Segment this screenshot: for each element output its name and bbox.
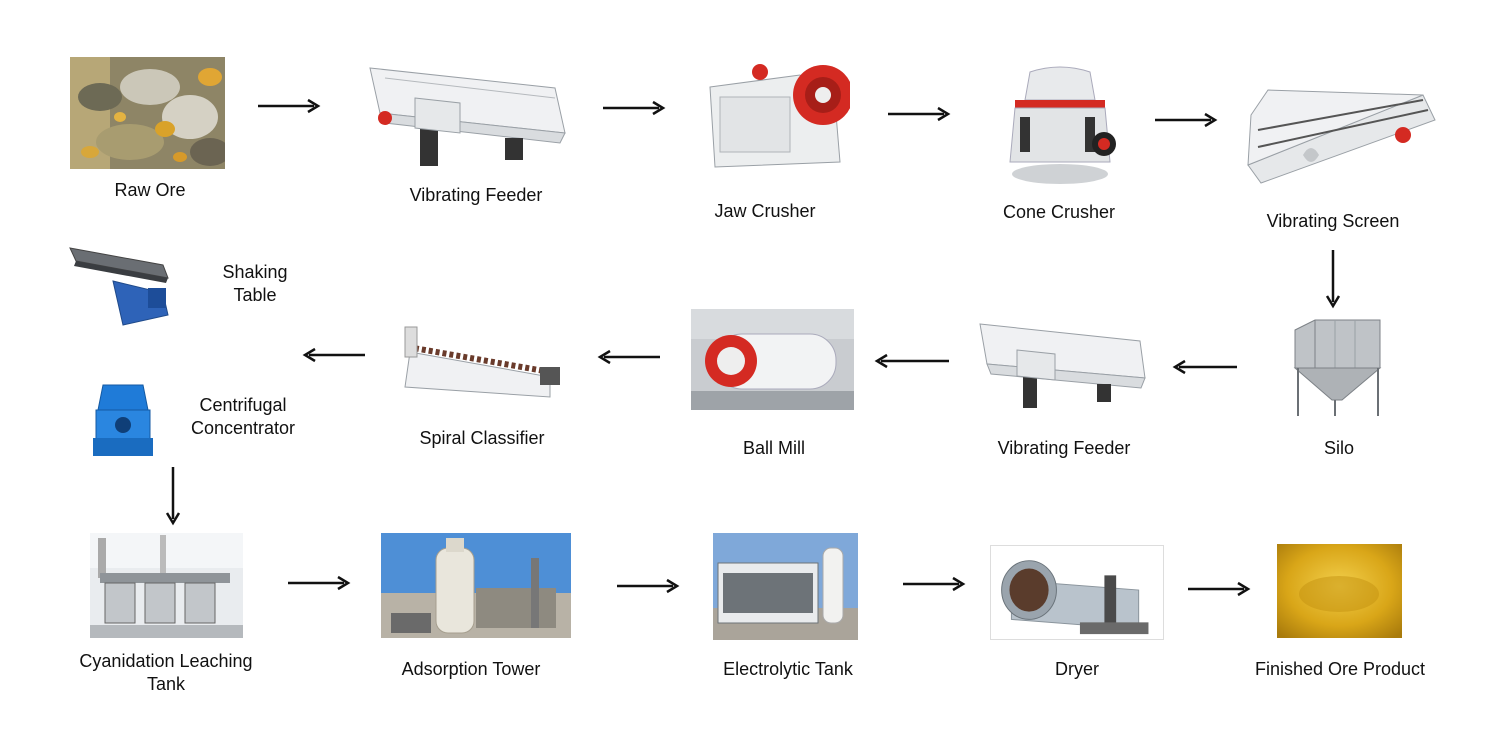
adsorption-tower-image	[381, 533, 571, 638]
vibrating-screen-label: Vibrating Screen	[1266, 211, 1400, 231]
arrow-down	[1325, 250, 1341, 309]
arrow-left	[1172, 359, 1239, 375]
centrifugal-label-line1: Centrifugal	[199, 395, 287, 415]
cone-crusher-label: Cone Crusher	[1002, 202, 1116, 222]
ball-mill-label: Ball Mill	[742, 438, 805, 458]
vibrating-screen-image	[1243, 75, 1438, 185]
electrolytic-tank-label: Electrolytic Tank	[723, 659, 853, 679]
cyanidation-tank-image	[90, 533, 243, 638]
shaking-table-image	[68, 243, 178, 328]
shaking-table-label-line1: Shaking	[222, 262, 288, 282]
arrow-down	[165, 467, 181, 526]
vibrating-feeder-2-label: Vibrating Feeder	[997, 438, 1131, 458]
arrow-right	[258, 98, 322, 114]
vibrating-feeder-label: Vibrating Feeder	[409, 185, 543, 205]
vibrating-feeder-2-image	[975, 316, 1150, 411]
cyanidation-label-line1: Cyanidation Leaching	[79, 651, 253, 671]
silo-image	[1290, 318, 1385, 418]
arrow-right	[1188, 581, 1252, 597]
ball-mill-image	[691, 309, 854, 410]
raw-ore-label: Raw Ore	[114, 180, 186, 200]
jaw-crusher-image	[705, 47, 850, 175]
cone-crusher-image	[1000, 62, 1120, 187]
shaking-table-label-line2: Table	[233, 285, 277, 305]
cyanidation-label-line2: Tank	[146, 674, 186, 694]
arrow-left	[874, 353, 951, 369]
jaw-crusher-label: Jaw Crusher	[714, 201, 816, 221]
adsorption-tower-label: Adsorption Tower	[401, 659, 541, 679]
arrow-right	[603, 100, 667, 116]
arrow-right	[888, 106, 952, 122]
dryer-label: Dryer	[1055, 659, 1099, 679]
electrolytic-tank-image	[713, 533, 858, 640]
centrifugal-label-line2: Concentrator	[190, 418, 296, 438]
arrow-left	[597, 349, 662, 365]
centrifugal-concentrator-image	[88, 380, 158, 460]
finished-product-image	[1277, 544, 1402, 638]
arrow-right	[617, 578, 681, 594]
arrow-right	[288, 575, 352, 591]
silo-label: Silo	[1323, 438, 1354, 458]
dryer-image	[990, 545, 1164, 640]
arrow-right	[903, 576, 967, 592]
arrow-right	[1155, 112, 1219, 128]
vibrating-feeder-image	[365, 58, 570, 168]
arrow-left	[302, 347, 367, 363]
finished-product-label: Finished Ore Product	[1254, 659, 1426, 679]
spiral-classifier-image	[400, 322, 565, 402]
raw-ore-image	[70, 57, 225, 169]
spiral-classifier-label: Spiral Classifier	[419, 428, 545, 448]
